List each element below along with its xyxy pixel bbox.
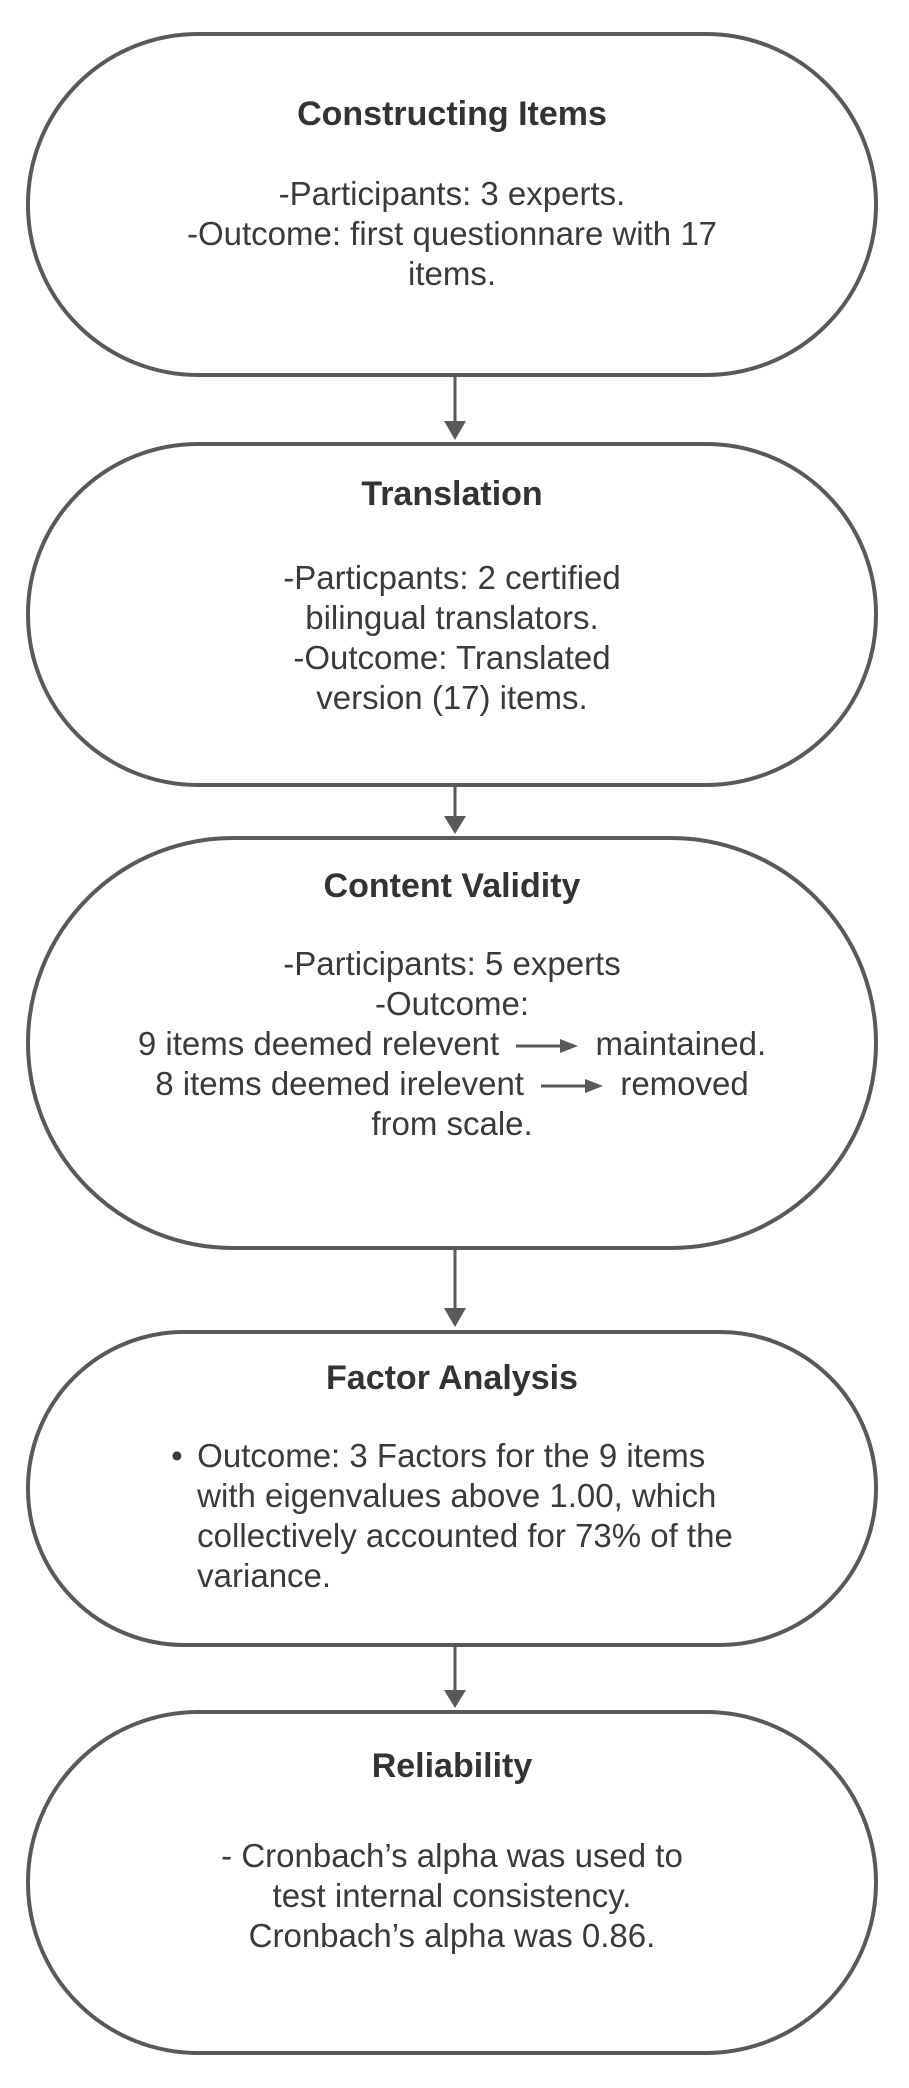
step-line: -Outcome:	[374, 985, 530, 1022]
step-translation: Translation -Particpants: 2 certified bi…	[26, 442, 878, 787]
step-line: collectively accounted for 73% of the	[197, 1517, 733, 1554]
right-arrow-icon	[541, 1079, 604, 1094]
step-line: with eigenvalues above 1.00, which	[197, 1477, 717, 1514]
step-title: Content Validity	[323, 867, 581, 905]
step-line: -Outcome: Translated	[293, 639, 611, 676]
step-body: -Particpants: 2 certified bilingual tran…	[283, 558, 620, 718]
step-line: - Cronbach’s alpha was used to	[221, 1837, 683, 1874]
step-title: Constructing Items	[297, 95, 607, 133]
step-line: -Particpants: 2 certified	[283, 559, 621, 596]
step-line: -Participants: 5 experts	[283, 945, 621, 982]
step-body: -Participants: 5 experts -Outcome: 9 ite…	[138, 944, 766, 1144]
step-line: Cronbach’s alpha was 0.86.	[248, 1917, 656, 1954]
step-factor-analysis: Factor Analysis Outcome: 3 Factors for t…	[26, 1330, 878, 1647]
step-constructing-items: Constructing Items -Participants: 3 expe…	[26, 32, 878, 377]
step-line: test internal consistency.	[272, 1877, 632, 1914]
irrelevant-items-label: 8 items deemed irelevent	[155, 1065, 524, 1102]
irrelevant-items-result: removed	[620, 1065, 749, 1102]
step-body: - Cronbach’s alpha was used to test inte…	[221, 1836, 683, 1956]
step-title: Translation	[361, 475, 543, 513]
irrelevant-items-line: 8 items deemed irelevent removed	[138, 1064, 766, 1104]
step-line: variance.	[197, 1557, 332, 1594]
step-line: -Participants: 3 experts.	[278, 175, 626, 212]
step-line: bilingual translators.	[305, 599, 599, 636]
connector-1-2	[444, 377, 466, 440]
right-arrow-icon	[516, 1039, 579, 1054]
bullet-item: Outcome: 3 Factors for the 9 items with …	[171, 1436, 733, 1596]
bullet-list: Outcome: 3 Factors for the 9 items with …	[171, 1436, 733, 1596]
relevant-items-label: 9 items deemed relevent	[137, 1025, 500, 1062]
relevant-items-result: maintained.	[595, 1025, 767, 1062]
step-title: Factor Analysis	[326, 1359, 578, 1397]
step-content-validity: Content Validity -Participants: 5 expert…	[26, 836, 878, 1250]
step-line: items.	[407, 255, 496, 292]
step-line: version (17) items.	[316, 679, 588, 716]
step-body: -Participants: 3 experts. -Outcome: firs…	[187, 174, 717, 294]
step-line: from scale.	[371, 1105, 533, 1142]
relevant-items-line: 9 items deemed relevent maintained.	[138, 1024, 766, 1064]
step-line: -Outcome: first questionnare with 17	[186, 215, 718, 252]
connector-4-5	[444, 1647, 466, 1708]
step-line: Outcome: 3 Factors for the 9 items	[197, 1437, 706, 1474]
step-reliability: Reliability - Cronbach’s alpha was used …	[26, 1710, 878, 2055]
connector-2-3	[444, 787, 466, 834]
step-body: Outcome: 3 Factors for the 9 items with …	[171, 1436, 733, 1596]
step-title: Reliability	[371, 1747, 533, 1785]
connector-3-4	[444, 1250, 466, 1327]
